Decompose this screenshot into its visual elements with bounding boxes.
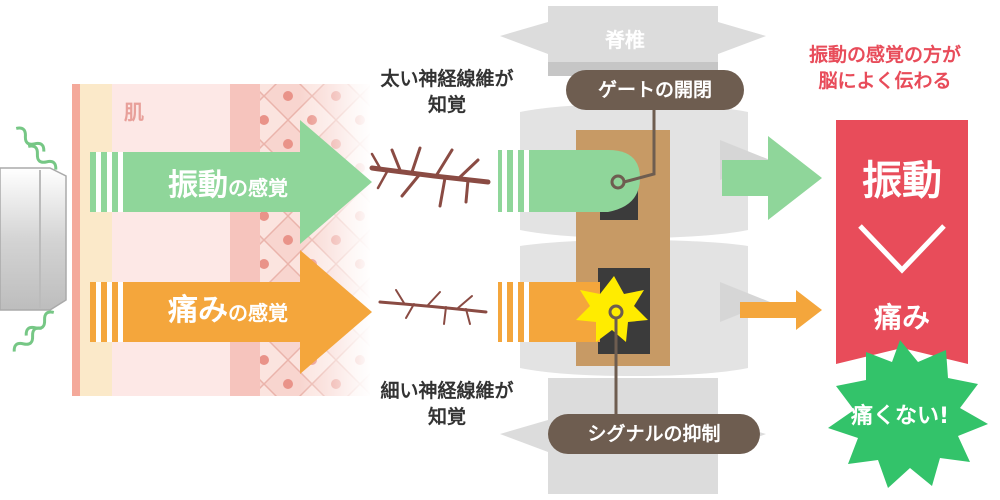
no-pain-burst — [828, 340, 988, 488]
signal-pill-label: シグナルの抑制 — [548, 414, 760, 454]
pain-arrow — [90, 250, 372, 374]
spine-label: 脊椎 — [605, 28, 645, 52]
result-chevron-icon — [858, 224, 946, 274]
vibration-device-icon — [0, 126, 67, 352]
vibration-output-arrow — [722, 136, 822, 220]
pain-arrow-label: 痛みの感覚 — [168, 293, 288, 328]
thick-fiber-label: 太い神経線維が 知覚 — [380, 68, 514, 116]
result-vibration-label: 振動 — [862, 158, 942, 204]
no-pain-label: 痛くない! — [850, 404, 950, 429]
thin-nerve-fiber-icon — [378, 289, 488, 325]
skin-label: 肌 — [124, 100, 144, 124]
gate-pill-label: ゲートの開閉 — [566, 70, 744, 110]
pain-output-arrow — [740, 290, 822, 330]
result-pain-label: 痛み — [873, 301, 930, 334]
vibration-arrow — [90, 120, 372, 244]
spinal-arrows — [498, 150, 640, 342]
thin-fiber-label: 細い神経線維が 知覚 — [380, 380, 514, 428]
gate-leader-line — [623, 108, 656, 184]
thick-nerve-fiber-icon — [369, 146, 491, 208]
result-headline: 振動の感覚の方が 脳によく伝わる — [808, 44, 961, 92]
vibration-arrow-label: 振動の感覚 — [168, 168, 288, 203]
result-banner — [836, 120, 968, 364]
